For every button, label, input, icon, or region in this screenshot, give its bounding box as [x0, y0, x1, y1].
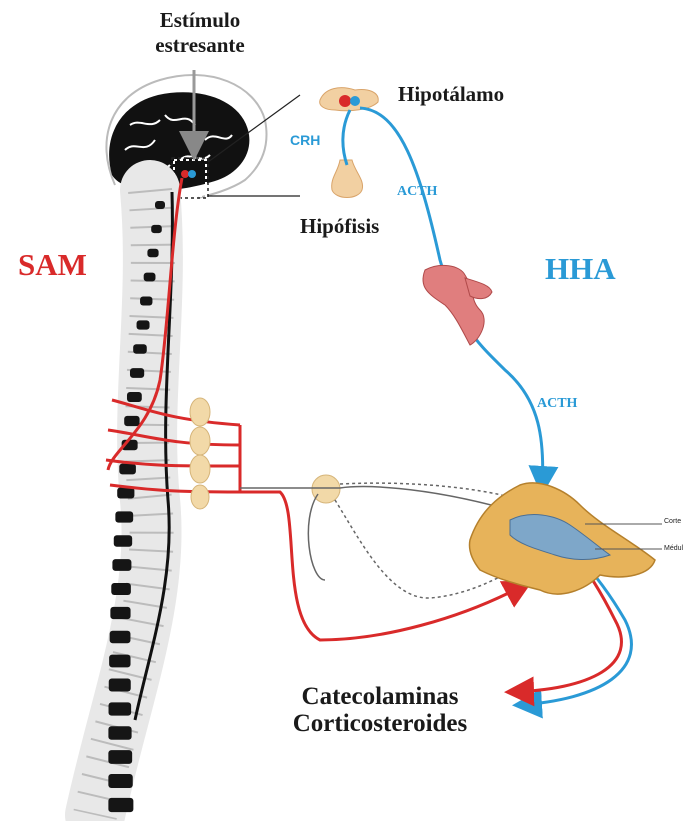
sympathetic-chain	[190, 398, 210, 509]
medulla-label: Médul	[664, 545, 683, 552]
output-label-line1: Catecolaminas	[230, 683, 530, 710]
hypothalamus-shape	[320, 88, 379, 111]
vertebra	[115, 511, 133, 522]
vertebra	[117, 488, 134, 499]
vertebra	[144, 273, 156, 282]
pituitary-label: Hipófisis	[300, 214, 379, 239]
acth-upper-label: ACTH	[397, 184, 437, 200]
blood-vessel	[423, 265, 492, 345]
hha-pathway	[343, 108, 632, 705]
crh-label: CRH	[290, 132, 320, 148]
hha-label: HHA	[545, 251, 616, 287]
vertebra	[127, 392, 142, 402]
pituitary-shape	[332, 160, 363, 198]
gray-nerve-solid	[240, 487, 510, 580]
vertebra	[111, 583, 131, 595]
output-label-line2: Corticosteroides	[230, 710, 530, 737]
vertebra	[151, 225, 162, 233]
stimulus-label: Estímulo estresante	[120, 8, 280, 58]
vertebra	[110, 631, 131, 644]
vertebra	[108, 774, 132, 788]
vertebra	[110, 607, 130, 619]
vertebra	[109, 702, 132, 715]
stimulus-label-line2: estresante	[120, 33, 280, 58]
hypothalamus-blue-dot	[188, 170, 196, 178]
output-label: Catecolaminas Corticosteroides	[230, 683, 530, 737]
vertebra	[147, 249, 158, 258]
vertebra	[109, 679, 131, 692]
celiac-ganglion	[312, 475, 340, 503]
vertebra	[124, 416, 139, 426]
cortex-label: Corte	[664, 518, 681, 525]
vertebra	[130, 368, 144, 378]
stimulus-label-line1: Estímulo	[120, 8, 280, 33]
acth-lower-label: ACTH	[537, 396, 577, 412]
vertebra	[140, 297, 152, 306]
vertebra	[112, 559, 131, 571]
vertebra	[109, 655, 130, 668]
adrenal-gland	[469, 483, 655, 594]
vertebra	[114, 535, 132, 547]
vertebra	[137, 320, 150, 329]
sam-label: SAM	[18, 247, 87, 283]
vertebra	[119, 464, 136, 475]
hypothalamus-red-dot	[181, 170, 189, 178]
hypothalamus-label: Hipotálamo	[398, 82, 504, 107]
vertebra	[108, 750, 132, 764]
vertebra	[133, 344, 147, 354]
spinal-column	[95, 190, 153, 815]
vertebra	[108, 798, 133, 812]
vertebra	[108, 726, 131, 740]
vertebra	[155, 201, 165, 209]
